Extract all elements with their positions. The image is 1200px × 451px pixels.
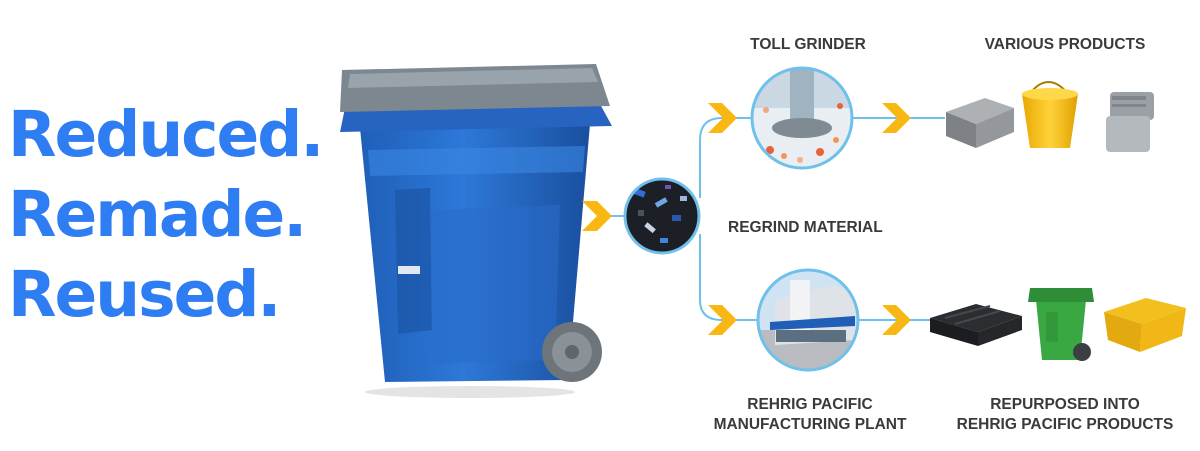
repurposed-label-line2: REHRIG PACIFIC PRODUCTS — [956, 416, 1174, 433]
headline: Reduced. Remade. Reused. — [8, 95, 324, 335]
headline-remade: Remade. — [8, 178, 307, 251]
yellow-bucket-icon — [1022, 81, 1078, 148]
recycling-cart-icon — [340, 64, 612, 398]
regrind-material-label: REGRIND MATERIAL — [728, 219, 883, 236]
flow-connectors — [610, 117, 945, 321]
repurposed-label: REPURPOSED INTO REHRIG PACIFIC PRODUCTS — [945, 395, 1185, 435]
headline-reused: Reused. — [8, 258, 281, 331]
repurposed-label-line1: REPURPOSED INTO — [990, 396, 1140, 413]
chevron-arrow-icon — [708, 305, 737, 335]
plant-label-line1: REHRIG PACIFIC — [747, 396, 873, 413]
grinder-photo-icon — [750, 66, 854, 170]
chevron-arrow-icon — [582, 201, 612, 231]
green-cart-icon — [1028, 288, 1094, 361]
plant-label-line2: MANUFACTURING PLANT — [713, 416, 907, 433]
yellow-tote-icon — [1104, 298, 1186, 352]
chevron-arrow-icon — [882, 103, 911, 133]
chevron-arrow-icon — [708, 103, 737, 133]
factory-photo-icon — [756, 268, 860, 372]
pipe-fitting-icon — [1106, 92, 1154, 152]
various-products-label: VARIOUS PRODUCTS — [984, 36, 1146, 53]
plant-label: REHRIG PACIFIC MANUFACTURING PLANT — [700, 395, 920, 435]
headline-reduced: Reduced. — [8, 98, 324, 171]
toll-grinder-label: TOLL GRINDER — [750, 36, 866, 53]
concrete-block-icon — [946, 98, 1014, 148]
regrind-photo-icon — [623, 177, 701, 255]
chevron-arrow-icon — [882, 305, 911, 335]
pallet-icon — [930, 304, 1022, 346]
